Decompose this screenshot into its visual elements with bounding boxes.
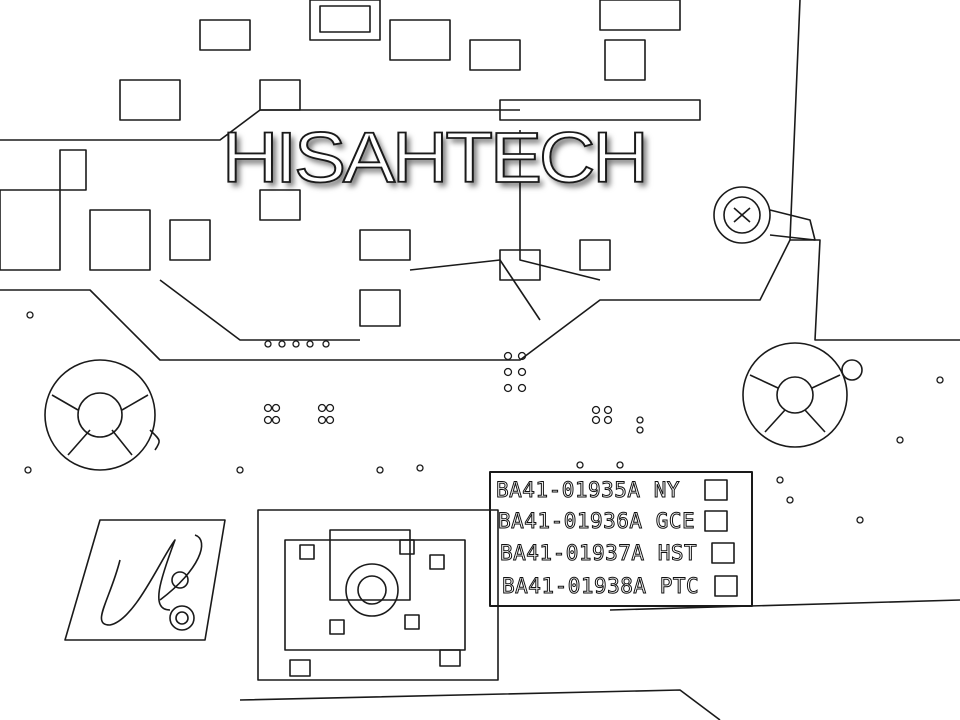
- board-outline-right: [790, 239, 960, 341]
- checkbox-gce: [704, 510, 728, 532]
- checkbox-hst: [711, 542, 735, 564]
- board-edge: [0, 0, 801, 361]
- ring-connector-left: [44, 359, 156, 471]
- board-bottom-edge: [609, 599, 960, 611]
- part-code: BA41-01938A: [502, 574, 647, 599]
- part-label-row: BA41-01935A NY: [496, 478, 681, 503]
- ring-connector-right: [742, 342, 848, 448]
- shield-module: [257, 509, 499, 681]
- logo-plate: [64, 519, 226, 641]
- part-code: BA41-01935A: [496, 478, 641, 503]
- screw-boss: [713, 186, 771, 244]
- part-label-row: BA41-01938A PTC: [502, 574, 700, 599]
- part-variant: GCE: [655, 509, 696, 534]
- part-code: BA41-01937A: [500, 541, 645, 566]
- via-cluster: [24, 311, 944, 524]
- part-label-box: [489, 471, 753, 607]
- watermark-text: HISAHTECH: [221, 116, 650, 199]
- part-variant: PTC: [659, 574, 700, 599]
- part-code: BA41-01936A: [498, 509, 643, 534]
- part-label-row: BA41-01937A HST: [500, 541, 698, 566]
- checkbox-ptc: [714, 575, 738, 597]
- part-variant: NY: [653, 478, 681, 503]
- part-variant: HST: [657, 541, 698, 566]
- checkbox-ny: [704, 479, 728, 501]
- part-label-row: BA41-01936A GCE: [498, 509, 696, 534]
